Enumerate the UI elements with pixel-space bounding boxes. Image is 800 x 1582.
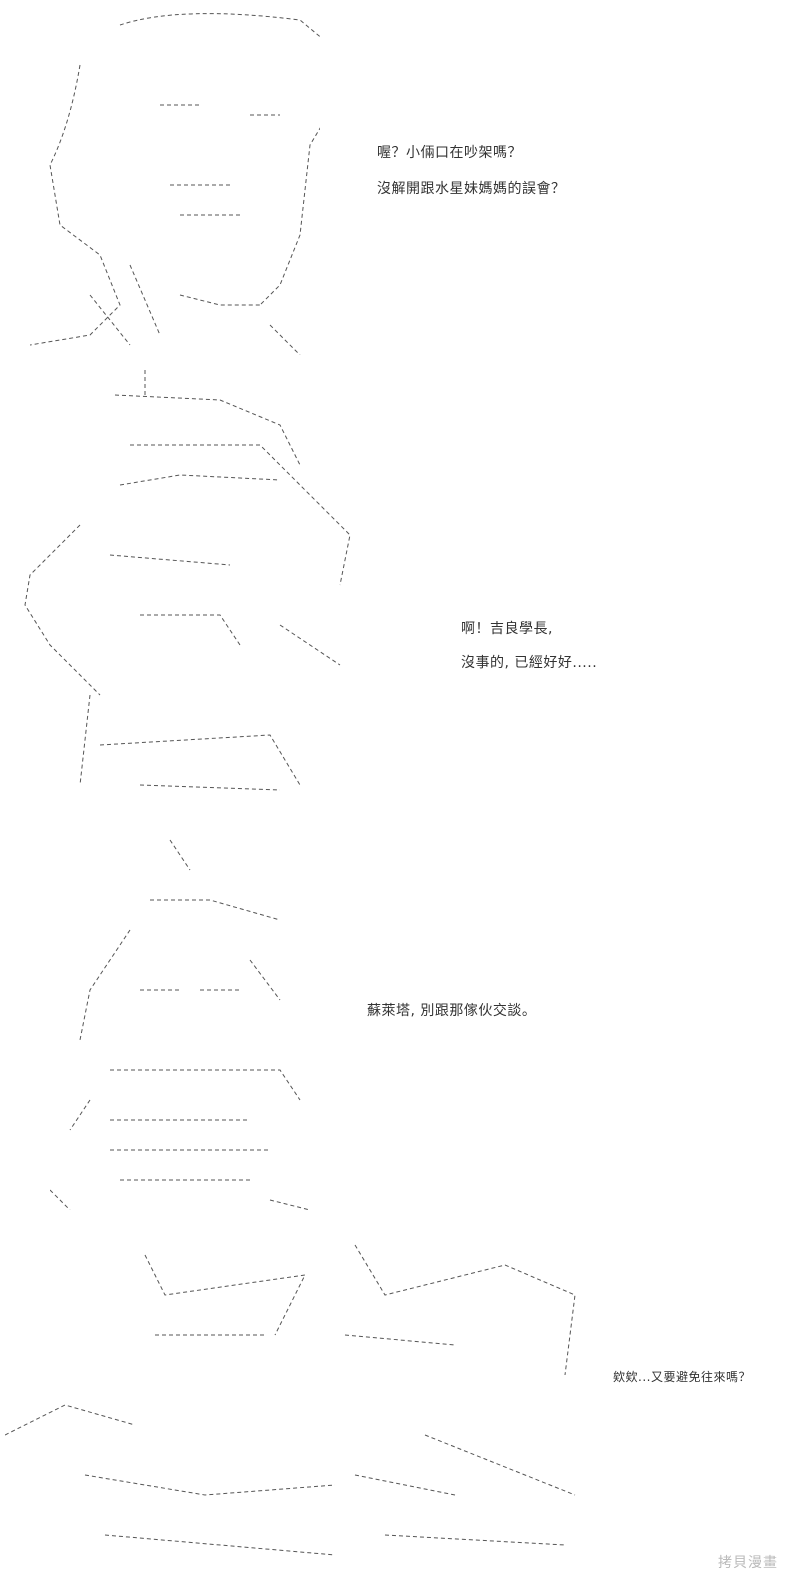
panel-1: 喔？小倆口在吵架嗎？ 沒解開跟水星妹媽媽的誤會？ <box>0 0 800 360</box>
dialogue-line: 欸欸...又要避免往來嗎？ <box>613 1370 751 1384</box>
ascii-art-man-portrait <box>30 5 320 355</box>
panel-3: 蘇萊塔, 別跟那傢伙交談。 <box>0 820 800 1230</box>
ascii-art-two-characters <box>5 1235 585 1575</box>
watermark: 拷貝漫畫 <box>718 1555 778 1571</box>
panel-4: 欸欸...又要避免往來嗎？ 拷貝漫畫 <box>0 1230 800 1582</box>
dialogue-line: 喔？小倆口在吵架嗎？ <box>377 145 522 161</box>
ascii-art-girl-with-hat <box>20 365 360 805</box>
ascii-art-boy-sleeping <box>50 830 330 1210</box>
panel-2: 啊！吉良學長, 沒事的, 已經好好..... <box>0 360 800 820</box>
dialogue-line: 沒事的, 已經好好..... <box>461 655 598 671</box>
dialogue-line: 沒解開跟水星妹媽媽的誤會？ <box>377 181 566 197</box>
dialogue-line: 蘇萊塔, 別跟那傢伙交談。 <box>367 1003 537 1019</box>
dialogue-line: 啊！吉良學長, <box>461 621 553 637</box>
